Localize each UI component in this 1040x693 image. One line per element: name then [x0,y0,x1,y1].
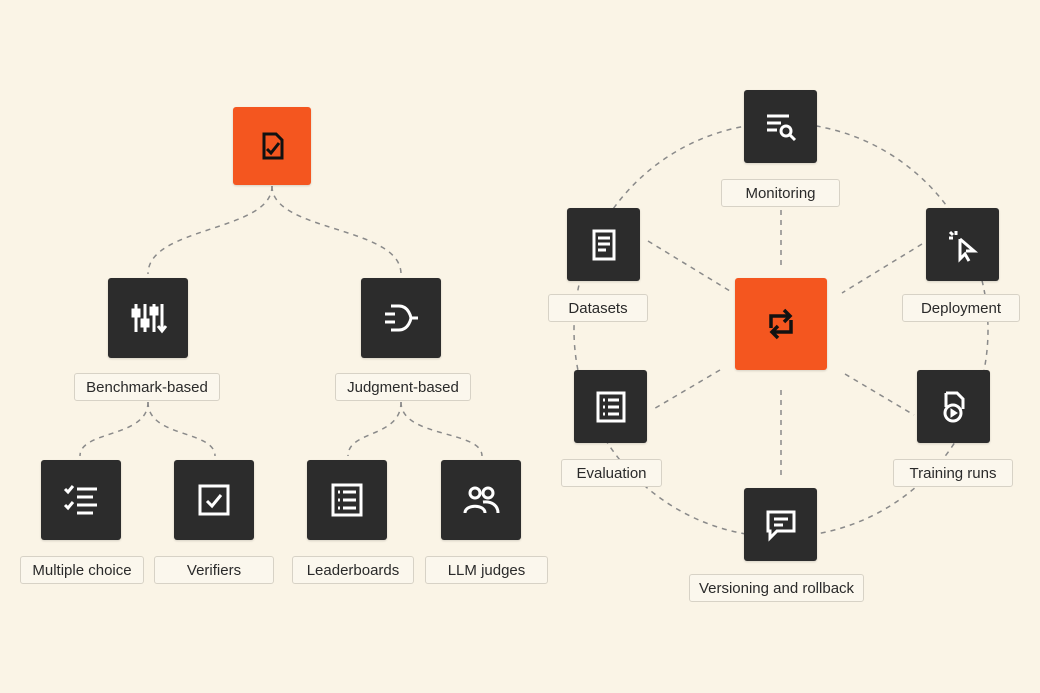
benchmark-based-node [108,278,188,358]
users-icon [463,486,500,514]
monitoring-node [744,90,817,163]
logic-gate-icon [385,304,418,332]
document-icon [592,229,615,260]
judgment-based-node [361,278,441,358]
leaderboards-node [307,460,387,540]
multiple-choice-label: Multiple choice [20,556,144,584]
verifiers-node [174,460,254,540]
checkbox-icon [198,484,230,516]
llm-judges-label: LLM judges [425,556,548,584]
list-icon [331,483,363,517]
chat-bubble-icon [766,510,795,542]
document-play-icon [943,391,964,422]
cursor-click-icon [948,230,978,263]
checklist-icon [63,485,97,515]
multiple-choice-node [41,460,121,540]
llm-judges-node [441,460,521,540]
versioning-node [744,488,817,561]
leaderboards-label: Leaderboards [292,556,414,584]
datasets-label: Datasets [548,294,648,322]
lifecycle-center-node [735,278,827,370]
sliders-icon [131,304,168,334]
cycle-arrows-icon [769,308,793,340]
document-check-icon [262,132,284,160]
evaluation-root-node [233,107,311,185]
search-list-icon [766,114,796,141]
deployment-label: Deployment [902,294,1020,322]
datasets-node [567,208,640,281]
training-runs-node [917,370,990,443]
deployment-node [926,208,999,281]
versioning-label: Versioning and rollback [689,574,864,602]
verifiers-label: Verifiers [154,556,274,584]
monitoring-label: Monitoring [721,179,840,207]
evaluation-label: Evaluation [561,459,662,487]
training-runs-label: Training runs [893,459,1013,487]
benchmark-based-label: Benchmark-based [74,373,220,401]
judgment-based-label: Judgment-based [335,373,471,401]
list-icon [596,391,625,422]
evaluation-node [574,370,647,443]
